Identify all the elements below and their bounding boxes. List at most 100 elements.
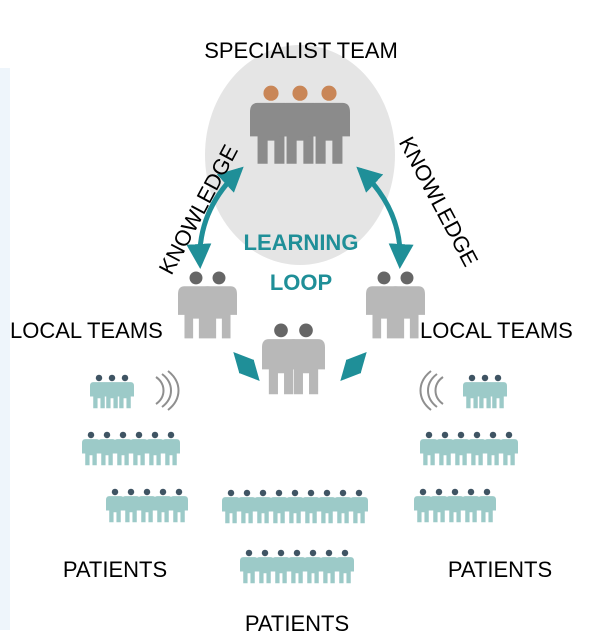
right-row-2-patient-2-head-icon — [441, 431, 449, 439]
bottom-row-1-patient-6-body-icon — [302, 497, 320, 524]
right-row-1-patient-1-head-icon — [468, 374, 476, 382]
right-row-2-patient-2-body-icon — [436, 439, 454, 466]
bottom-row-1-patient-3-head-icon — [259, 489, 267, 497]
right-row-2-patient-3 — [452, 431, 470, 466]
right-local-person-2 — [389, 271, 425, 339]
right-row-2-patient-5 — [484, 431, 502, 466]
left-row-2-patient-4 — [130, 431, 148, 466]
left-local-person-2-head-icon — [212, 271, 226, 285]
center-local-person-2 — [287, 323, 325, 395]
left-row-2-patient-4-head-icon — [135, 431, 143, 439]
left-row-2-patient-6-head-icon — [167, 431, 175, 439]
left-row-2-patient-3-body-icon — [114, 439, 132, 466]
bottom-row-2-patient-1-body-icon — [240, 557, 258, 584]
bottom-row-2-patient-5-body-icon — [304, 557, 322, 584]
specialist-person-3-head-icon — [321, 85, 337, 101]
bottom-row-2-patient-2-body-icon — [256, 557, 274, 584]
right-row-3-patient-1-head-icon — [419, 488, 427, 496]
right-row-2-patient-5-head-icon — [489, 431, 497, 439]
right-row-2-patient-4-head-icon — [473, 431, 481, 439]
right-row-2-patient-3-head-icon — [457, 431, 465, 439]
right-row-2-patient-4-body-icon — [468, 439, 486, 466]
bottom-row-2-patient-4-head-icon — [293, 549, 301, 557]
left-row-2-patient-2-body-icon — [98, 439, 116, 466]
right-row-2-patient-1 — [420, 431, 438, 466]
left-row-2-patient-1-body-icon — [82, 439, 100, 466]
left-row-3-patient-5-body-icon — [170, 496, 188, 523]
right-row-2-patient-6-body-icon — [500, 439, 518, 466]
right-local-person-2-head-icon — [400, 271, 414, 285]
left-row-3-patient-4-body-icon — [154, 496, 172, 523]
bottom-row-1-patient-8-head-icon — [339, 489, 347, 497]
bottom-row-1-patient-7-head-icon — [323, 489, 331, 497]
bottom-row-2-patient-6-head-icon — [325, 549, 333, 557]
right-row-3-patient-5 — [478, 488, 496, 523]
bottom-row-2-patient-5 — [304, 549, 322, 584]
left-row-3-patient-1 — [106, 488, 124, 523]
local-teams-left-label: LOCAL TEAMS — [10, 318, 163, 343]
left-row-2-patient-1 — [82, 431, 100, 466]
bottom-row-1-patient-9-head-icon — [355, 489, 363, 497]
left-row-3-patient-3-head-icon — [143, 488, 151, 496]
right-knowledge-arrow — [356, 166, 414, 269]
left-row-1-patient-2-head-icon — [108, 374, 116, 382]
left-knowledge-arrow — [186, 166, 244, 269]
right-row-3-patient-2-head-icon — [435, 488, 443, 496]
left-row-3-patient-3-body-icon — [138, 496, 156, 523]
right-row-2-patient-1-body-icon — [420, 439, 438, 466]
center-local-person-1-head-icon — [274, 323, 288, 338]
left-row-3-patient-3 — [138, 488, 156, 523]
specialist-person-3-body-icon — [308, 102, 350, 164]
right-row-3-patient-5-head-icon — [483, 488, 491, 496]
left-background-panel — [0, 68, 10, 630]
bottom-row-2-patient-7-head-icon — [341, 549, 349, 557]
bottom-row-2-patient-3-head-icon — [277, 549, 285, 557]
left-signal-wave-1 — [155, 376, 165, 405]
left-row-3-patient-2-head-icon — [127, 488, 135, 496]
left-row-1-patient-1-head-icon — [95, 374, 103, 382]
left-row-2-patient-6 — [162, 431, 180, 466]
right-row-2-patient-4 — [468, 431, 486, 466]
right-row-3-patient-4-head-icon — [467, 488, 475, 496]
bottom-row-1-patient-3 — [254, 489, 272, 524]
bottom-row-2-patient-1-head-icon — [245, 549, 253, 557]
left-row-2-patient-2 — [98, 431, 116, 466]
signal-waves — [155, 370, 444, 411]
left-signal-wave-2 — [161, 373, 172, 408]
right-row-3-patient-4 — [462, 488, 480, 523]
left-row-3-patient-1-head-icon — [111, 488, 119, 496]
bottom-row-2-patient-3-body-icon — [272, 557, 290, 584]
left-row-2-patient-5-head-icon — [151, 431, 159, 439]
specialist-team-label: SPECIALIST TEAM — [204, 38, 398, 63]
right-row-3-patient-2-body-icon — [430, 496, 448, 523]
bottom-row-1-patient-4-body-icon — [270, 497, 288, 524]
left-row-3-patient-5 — [170, 488, 188, 523]
right-row-1-patient-3-body-icon — [489, 382, 507, 409]
bottom-row-1-patient-2-head-icon — [243, 489, 251, 497]
bottom-row-1-patient-3-body-icon — [254, 497, 272, 524]
people-layer — [82, 85, 518, 584]
bottom-row-2-patient-5-head-icon — [309, 549, 317, 557]
left-local-person-1-head-icon — [189, 271, 203, 285]
bottom-row-1-patient-2-body-icon — [238, 497, 256, 524]
left-signal-wave-3 — [167, 370, 180, 411]
right-signal-wave-1 — [434, 376, 444, 405]
bottom-row-1-patient-1 — [222, 489, 240, 524]
bottom-row-1-patient-7-body-icon — [318, 497, 336, 524]
bottom-row-2-patient-7-body-icon — [336, 557, 354, 584]
right-row-2-patient-2 — [436, 431, 454, 466]
bottom-row-1-patient-8-body-icon — [334, 497, 352, 524]
bottom-row-1-patient-1-body-icon — [222, 497, 240, 524]
right-row-2-patient-6 — [500, 431, 518, 466]
left-row-1-patient-3-body-icon — [116, 382, 134, 409]
right-row-2-patient-3-body-icon — [452, 439, 470, 466]
right-row-3-patient-3-head-icon — [451, 488, 459, 496]
left-row-3-patient-4-head-icon — [159, 488, 167, 496]
left-row-2-patient-5 — [146, 431, 164, 466]
bottom-row-1-patient-6 — [302, 489, 320, 524]
left-row-3-patient-2 — [122, 488, 140, 523]
specialist-person-3 — [308, 85, 350, 164]
right-signal-wave-2 — [427, 373, 438, 408]
right-local-person-2-body-icon — [389, 286, 425, 339]
